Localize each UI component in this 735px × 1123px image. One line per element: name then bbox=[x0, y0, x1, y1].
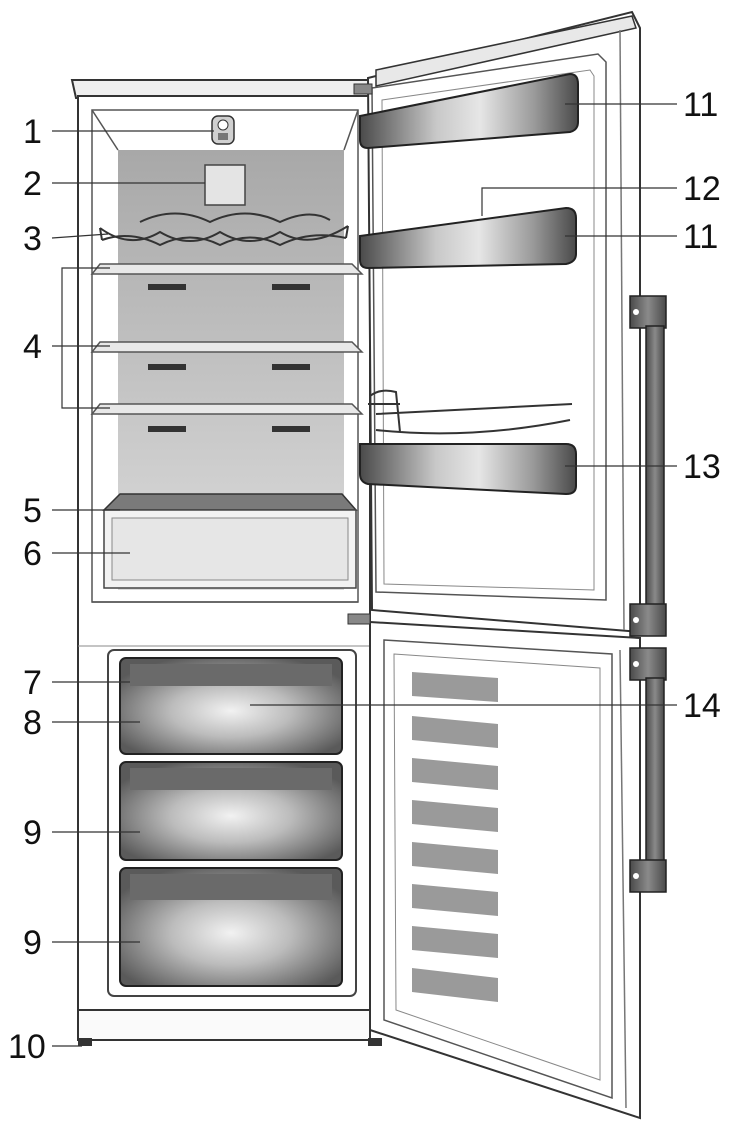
door-bin-bottom bbox=[359, 443, 577, 496]
leader-lines bbox=[51, 103, 677, 1047]
freezer-door-handle bbox=[629, 647, 667, 893]
freezer-door bbox=[347, 613, 641, 1120]
bottle-rack bbox=[99, 212, 349, 247]
callout-8: 8 bbox=[23, 704, 42, 742]
callout-12: 12 bbox=[683, 170, 721, 208]
door-bin-middle bbox=[359, 206, 577, 270]
callout-6: 6 bbox=[23, 535, 42, 573]
hinge-middle bbox=[347, 613, 371, 625]
callout-10: 10 bbox=[8, 1028, 46, 1066]
callout-1: 1 bbox=[23, 113, 42, 151]
plinth bbox=[77, 1009, 371, 1041]
callout-13: 13 bbox=[683, 448, 721, 486]
callout-11-top: 11 bbox=[683, 86, 718, 124]
fan-box bbox=[204, 164, 246, 206]
callout-7: 7 bbox=[23, 664, 42, 702]
freezer-door-vents bbox=[412, 672, 498, 1002]
door-bin-top bbox=[359, 72, 579, 150]
crisper-drawer bbox=[102, 493, 358, 589]
foot-left bbox=[78, 1038, 92, 1046]
freezer-drawers bbox=[119, 657, 343, 987]
callout-5: 5 bbox=[23, 492, 42, 530]
bottle-rail bbox=[368, 389, 573, 435]
foot-right bbox=[368, 1038, 382, 1046]
callout-9-lower: 9 bbox=[23, 924, 42, 962]
callout-11-middle: 11 bbox=[683, 218, 718, 256]
callout-14: 14 bbox=[683, 687, 721, 725]
interior-light bbox=[211, 115, 235, 145]
callout-9-upper: 9 bbox=[23, 814, 42, 852]
callout-2: 2 bbox=[23, 165, 42, 203]
glass-shelves bbox=[90, 263, 364, 432]
door-bins bbox=[359, 72, 579, 496]
callout-labels: 1 2 3 4 5 6 7 8 9 9 10 11 12 11 13 14 bbox=[8, 86, 721, 1066]
fridge-door-handle bbox=[629, 295, 667, 637]
hinge-top bbox=[353, 83, 373, 95]
callout-3: 3 bbox=[23, 220, 42, 258]
callout-4: 4 bbox=[23, 328, 42, 366]
